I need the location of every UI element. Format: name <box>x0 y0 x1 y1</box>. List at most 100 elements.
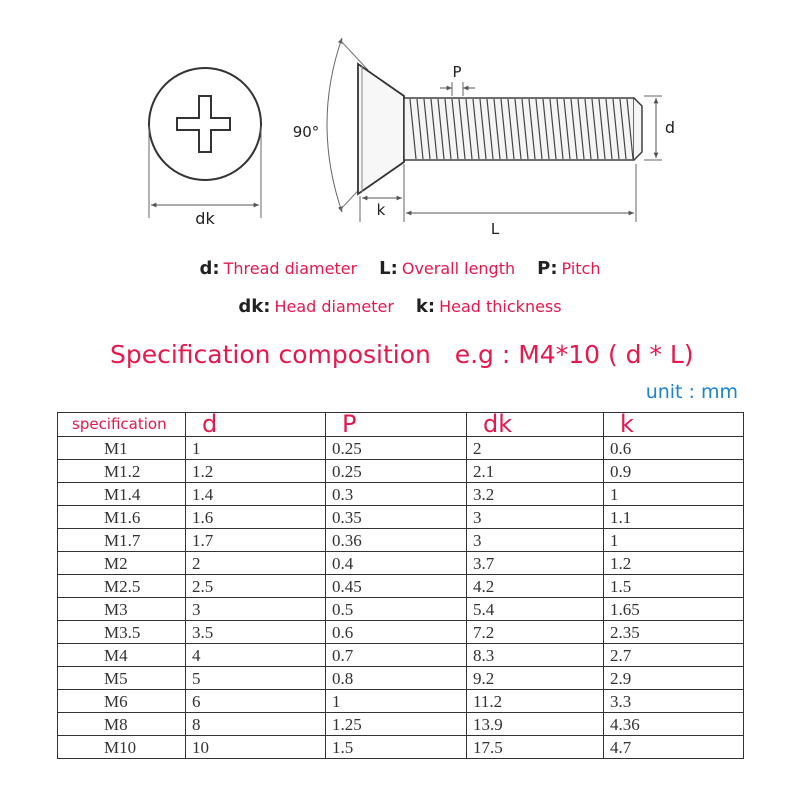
column-header-p: P <box>325 412 467 437</box>
legend-colon: : <box>390 258 398 279</box>
table-cell: M3 <box>57 597 186 621</box>
legend-colon: : <box>212 258 220 279</box>
screw-side-view: 90° P d k L <box>293 37 675 238</box>
pitch-label: P <box>452 63 461 81</box>
thread-line <box>437 98 445 160</box>
unit-label: unit : mm <box>645 381 738 403</box>
thread-line <box>528 98 536 160</box>
table-cell: 4.36 <box>603 712 744 736</box>
table-cell: 2.1 <box>466 459 604 483</box>
table-cell: 2 <box>466 436 604 460</box>
legend-symbol: k <box>415 296 428 317</box>
table-cell: 8 <box>185 712 326 736</box>
table-cell: 1.1 <box>603 505 744 529</box>
thread-line <box>514 98 522 160</box>
thread-line <box>458 98 466 160</box>
table-cell: 3 <box>466 505 604 529</box>
table-cell: M1.2 <box>57 459 186 483</box>
table-cell: M4 <box>57 643 186 667</box>
screw-technical-drawing: dk 90° P d k L <box>148 37 675 238</box>
table-cell: 1 <box>603 482 744 506</box>
column-header-dk: dk <box>466 412 604 437</box>
table-cell: 11.2 <box>466 689 604 713</box>
table-cell: M1.7 <box>57 528 186 552</box>
legend-description: Thread diameter <box>223 259 358 278</box>
legend-symbol: L <box>379 258 391 279</box>
table-cell: 17.5 <box>466 735 604 759</box>
table-cell: 9.2 <box>466 666 604 690</box>
table-cell: 0.9 <box>603 459 744 483</box>
table-cell: 0.25 <box>325 459 467 483</box>
thread-line <box>465 98 473 160</box>
table-cell: 1 <box>185 436 326 460</box>
table-cell: M6 <box>57 689 186 713</box>
table-cell: 4.2 <box>466 574 604 598</box>
thread-line <box>549 98 557 160</box>
specification-example: e.g : M4*10 ( d * L) <box>454 340 694 369</box>
thread-line <box>423 98 431 160</box>
thread-line <box>493 98 501 160</box>
thread-line <box>507 98 515 160</box>
table-cell: M1 <box>57 436 186 460</box>
legend-colon: : <box>263 296 271 317</box>
table-cell: 0.4 <box>325 551 467 575</box>
column-header-k: k <box>603 412 744 437</box>
table-cell: 2.7 <box>603 643 744 667</box>
table-cell: 0.6 <box>325 620 467 644</box>
table-cell: 1.6 <box>185 505 326 529</box>
table-cell: 13.9 <box>466 712 604 736</box>
table-cell: 0.45 <box>325 574 467 598</box>
thread-line <box>563 98 571 160</box>
table-cell: 3.2 <box>466 482 604 506</box>
table-cell: 0.36 <box>325 528 467 552</box>
column-header-d: d <box>185 412 326 437</box>
thread-line <box>472 98 480 160</box>
table-cell: 5 <box>185 666 326 690</box>
thread-line <box>444 98 452 160</box>
table-cell: 3.3 <box>603 689 744 713</box>
thread-line <box>416 98 424 160</box>
table-cell: 1.2 <box>603 551 744 575</box>
thread-line <box>619 98 627 160</box>
table-cell: 1.65 <box>603 597 744 621</box>
table-cell: 3.7 <box>466 551 604 575</box>
thread-line <box>584 98 592 160</box>
thread-line <box>535 98 543 160</box>
thread-line <box>479 98 487 160</box>
table-cell: 2.5 <box>185 574 326 598</box>
table-cell: 0.5 <box>325 597 467 621</box>
legend-description: Overall length <box>401 259 516 278</box>
table-cell: 0.35 <box>325 505 467 529</box>
thread-line <box>591 98 599 160</box>
legend-colon: : <box>427 296 436 317</box>
head-diameter-label: dk <box>195 209 215 228</box>
thread-line <box>500 98 508 160</box>
phillips-cross-icon <box>176 95 231 153</box>
table-cell: 1.4 <box>185 482 326 506</box>
table-cell: 10 <box>185 735 326 759</box>
table-cell: 3.5 <box>185 620 326 644</box>
table-cell: 3 <box>466 528 604 552</box>
table-cell: M3.5 <box>57 620 186 644</box>
table-cell: 1.5 <box>325 735 467 759</box>
legend-colon: : <box>550 258 558 279</box>
thread-line <box>577 98 585 160</box>
thread-line <box>612 98 620 160</box>
table-cell: 1.5 <box>603 574 744 598</box>
table-cell: 0.7 <box>325 643 467 667</box>
table-cell: M2.5 <box>57 574 186 598</box>
